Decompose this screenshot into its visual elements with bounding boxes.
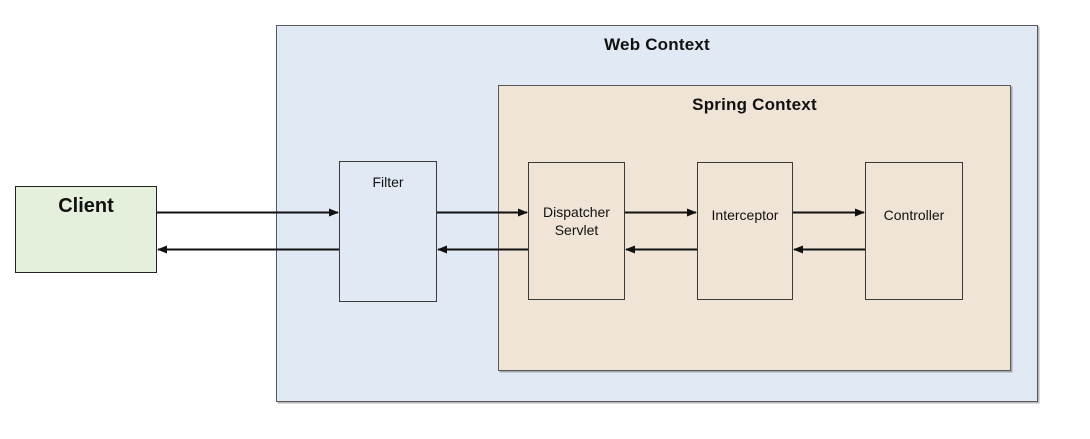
dispatcher-servlet-label: Dispatcher Servlet bbox=[543, 203, 610, 238]
dispatcher-servlet-box: Dispatcher Servlet bbox=[528, 162, 625, 300]
controller-label: Controller bbox=[883, 206, 945, 223]
web-context-title: Web Context bbox=[604, 35, 710, 54]
spring-context-title: Spring Context bbox=[692, 95, 817, 114]
controller-box: Controller bbox=[865, 162, 963, 300]
client-label: Client bbox=[58, 195, 114, 217]
client-box: Client bbox=[15, 186, 157, 273]
filter-box: Filter bbox=[339, 161, 437, 302]
interceptor-box: Interceptor bbox=[697, 162, 793, 300]
filter-label: Filter bbox=[372, 174, 404, 190]
interceptor-label: Interceptor bbox=[711, 206, 779, 223]
